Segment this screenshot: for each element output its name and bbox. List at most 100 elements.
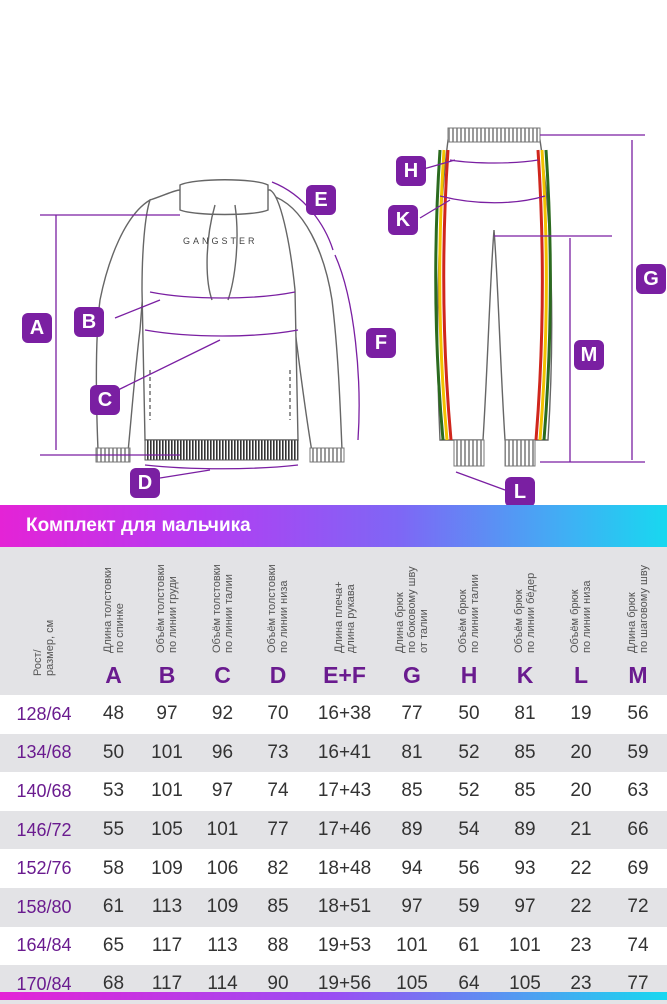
value-cell: 22 — [570, 896, 592, 918]
value-cell: 61 — [102, 896, 125, 918]
value-cell: 81 — [401, 741, 423, 763]
value-cell: 50 — [102, 741, 125, 763]
value-cell: 66 — [627, 819, 649, 841]
title-banner: Комплект для мальчика — [0, 505, 667, 547]
value-cell: 109 — [206, 896, 239, 918]
value-cell: 88 — [267, 934, 289, 956]
column-label: Объём брюк по линии низа — [569, 580, 593, 654]
value-cell: 17+46 — [317, 819, 372, 841]
value-cell: 70 — [267, 703, 289, 725]
value-cell: 16+38 — [317, 703, 372, 725]
value-cell: 101 — [509, 934, 541, 956]
size-cell: 170/84 — [16, 973, 72, 994]
value-cell: 105 — [151, 819, 183, 841]
value-cell: 17+43 — [317, 780, 372, 802]
value-cell: 97 — [211, 780, 234, 802]
value-cell: 53 — [102, 780, 125, 802]
value-cell: 113 — [207, 934, 238, 956]
value-cell: 65 — [102, 934, 125, 956]
value-cell: 93 — [514, 857, 536, 879]
value-cell: 101 — [206, 819, 239, 841]
value-cell: 109 — [151, 857, 183, 879]
value-cell: 52 — [458, 780, 480, 802]
value-cell: 82 — [267, 857, 289, 879]
value-cell: 50 — [458, 703, 480, 725]
size-table: Рост/ размер, см Длина толстовки по спин… — [0, 547, 667, 1004]
size-cell: 134/68 — [16, 742, 72, 763]
column-label: Длина плеча+ длина рукава — [332, 581, 357, 653]
value-cell: 117 — [151, 973, 183, 995]
value-cell: 16+41 — [317, 741, 372, 763]
value-cell: 97 — [401, 896, 423, 918]
table-header-row: Рост/ размер, см Длина толстовки по спин… — [0, 547, 667, 695]
value-cell: 56 — [458, 857, 480, 879]
value-cell: 113 — [151, 896, 183, 918]
column-label: Длина брюк по боковому шву от талии — [394, 566, 430, 653]
value-cell: 58 — [102, 857, 125, 879]
value-cell: 18+48 — [317, 857, 372, 879]
value-cell: 101 — [396, 934, 428, 956]
size-cell: 146/72 — [16, 819, 72, 840]
size-cell: 158/80 — [16, 896, 72, 917]
value-cell: 21 — [570, 819, 592, 841]
column-label: Длина толстовки по спинке — [101, 567, 126, 653]
marker-d: D — [130, 468, 160, 498]
size-cell: 152/76 — [16, 858, 72, 879]
value-cell: 117 — [151, 934, 183, 956]
size-column-header: Рост/ размер, см — [0, 547, 88, 695]
column-letter: E+F — [323, 662, 366, 688]
value-cell: 59 — [458, 896, 480, 918]
value-cell: 90 — [267, 973, 289, 995]
value-cell: 101 — [151, 780, 183, 802]
value-cell: 94 — [401, 857, 423, 879]
value-cell: 101 — [151, 741, 183, 763]
size-cell: 140/68 — [16, 780, 72, 801]
value-cell: 23 — [570, 934, 592, 956]
column-letter: G — [403, 662, 421, 688]
column-letter: A — [105, 662, 122, 688]
value-cell: 55 — [102, 819, 125, 841]
value-cell: 106 — [206, 857, 239, 879]
garment-sketch: GANGSTER — [40, 127, 645, 491]
value-cell: 61 — [458, 934, 480, 956]
pants-cuff-right — [504, 439, 536, 467]
column-label: Объём толстовки по линии низа — [266, 564, 290, 653]
value-cell: 19 — [570, 703, 592, 725]
value-cell: 72 — [627, 896, 649, 918]
value-cell: 19+53 — [317, 934, 372, 956]
marker-e: E — [306, 185, 336, 215]
size-cell: 128/64 — [16, 703, 72, 724]
value-cell: 19+56 — [317, 973, 372, 995]
column-letter: C — [214, 662, 231, 688]
pants-waistband — [447, 127, 541, 143]
column-letter: B — [158, 662, 176, 688]
column-letter: L — [573, 662, 589, 688]
marker-c: C — [90, 385, 120, 415]
column-letter: K — [516, 662, 534, 688]
value-cell: 74 — [267, 780, 289, 802]
value-cell: 77 — [267, 819, 289, 841]
value-cell: 52 — [458, 741, 480, 763]
pants-cuff-left — [453, 439, 485, 467]
column-letter: H — [460, 662, 478, 688]
value-cell: 54 — [458, 819, 480, 841]
value-cell: 59 — [627, 741, 649, 763]
marker-a: A — [22, 313, 52, 343]
hoodie-brand-print: GANGSTER — [183, 236, 258, 246]
value-cell: 77 — [401, 703, 423, 725]
value-cell: 96 — [211, 741, 234, 763]
pants-side-stripes — [434, 149, 552, 441]
column-letter: M — [628, 662, 648, 688]
value-cell: 97 — [514, 896, 536, 918]
measurement-lines — [40, 134, 645, 491]
bottom-gradient-bar — [0, 992, 667, 1000]
value-cell: 68 — [102, 973, 125, 995]
value-cell: 22 — [570, 857, 592, 879]
